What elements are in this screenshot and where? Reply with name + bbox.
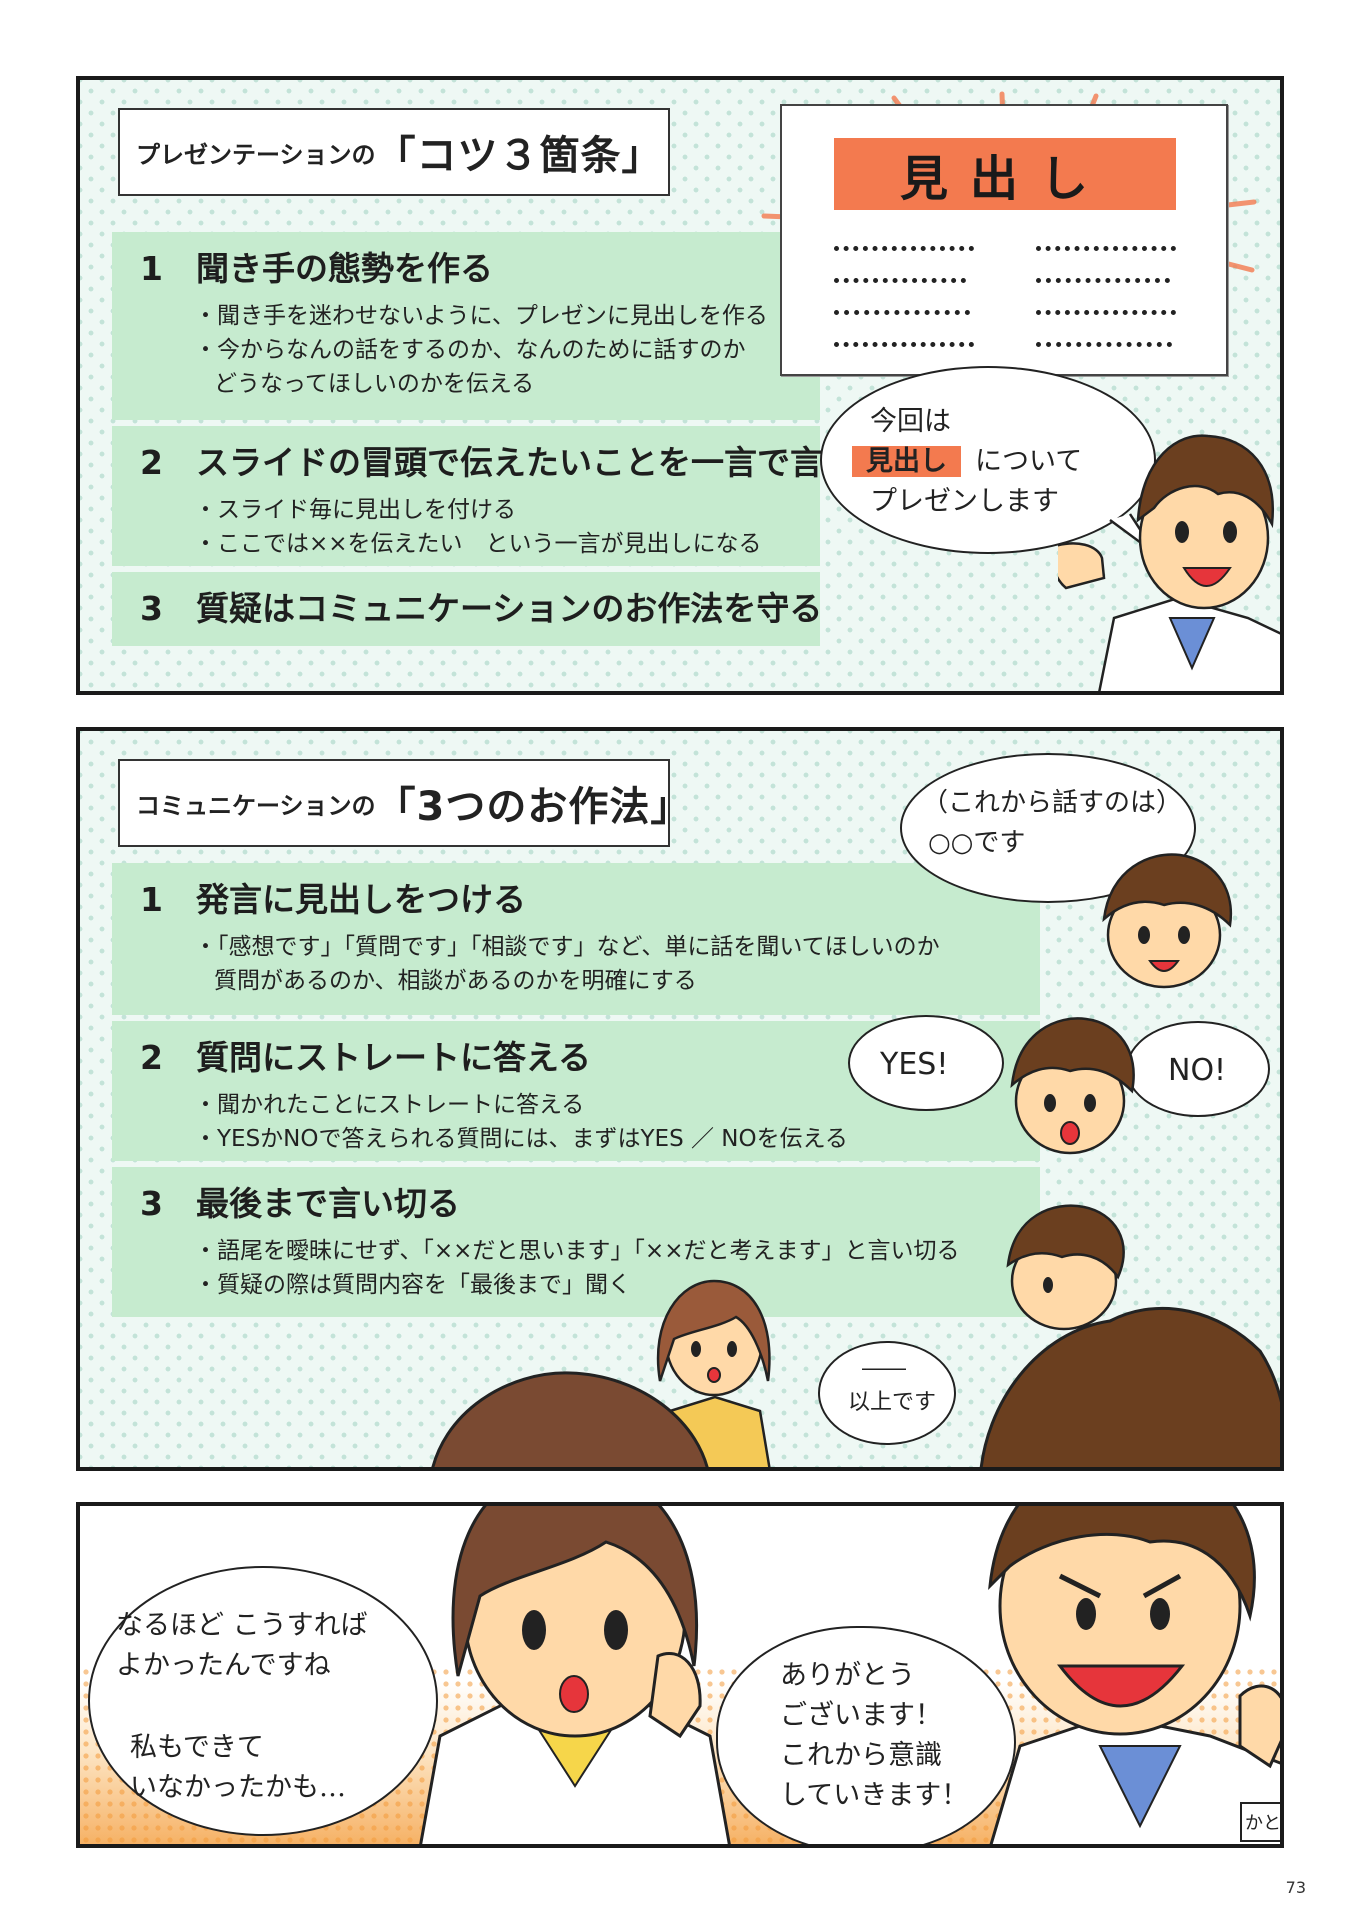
speech-bubble [716, 1626, 1016, 1844]
title-small: プレゼンテーションの [136, 140, 376, 169]
bubble-text: ございます！ [780, 1700, 942, 1731]
rule-line: ・今からなんの話をするのか、なんのために話すのか [194, 337, 746, 363]
title-big: 「3つのお作法」 [375, 784, 692, 830]
rule-line: ・質疑の際は質問内容を「最後まで」聞く [194, 1272, 631, 1298]
bubble-text: いなかったかも… [130, 1772, 346, 1803]
bubble-text: NO! [1168, 1053, 1227, 1088]
rule-line: ・「感想です」「質問です」「相談です」など、単に話を聞いてほしいのか [194, 934, 940, 960]
doctor-head-illustration [1010, 1017, 1135, 1155]
bubble-text: ○○です [928, 828, 1026, 858]
rule-line: ・YESかNOで答えられる質問には、まずはYES ／ NOを伝える [194, 1126, 848, 1152]
speech-bubble-yes [848, 1015, 1004, 1111]
rule-line: ・語尾を曖昧にせず、「××だと思います」「××だと考えます」と言い切る [194, 1238, 960, 1264]
woman-character-illustration [419, 1506, 731, 1844]
bubble-text: 以上です [848, 1390, 937, 1415]
highlight-tag: 見出し [852, 446, 961, 477]
speech-bubble [88, 1566, 438, 1836]
placeholder-text-line [834, 342, 974, 347]
rule-line: 質問があるのか、相談があるのかを明確にする [214, 968, 697, 994]
bubble-text: これから意識 [780, 1740, 942, 1771]
slide-illustration: 見出し [780, 104, 1228, 376]
section-title: プレゼンテーションの 「コツ３箇条」 [118, 108, 670, 196]
placeholder-text-line [1036, 278, 1170, 283]
rule-line: どうなってほしいのかを伝える [214, 371, 535, 397]
bubble-text: 私もできて [130, 1732, 264, 1763]
rule-line: ・ここでは××を伝えたい という一言が見出しになる [194, 531, 762, 557]
bubble-text: ありがとう [780, 1660, 915, 1691]
bubble-text: YES! [880, 1047, 949, 1082]
doctor-head-illustration [1006, 1204, 1125, 1331]
section-title: コミュニケーションの 「3つのお作法」 [118, 759, 690, 847]
placeholder-text-line [1036, 310, 1176, 315]
slide-heading: 見出し [834, 138, 1176, 210]
rule-line: ・聞かれたことにストレートに答える [194, 1092, 585, 1118]
doctor-head-top-illustration [979, 1306, 1280, 1467]
placeholder-text-line [834, 246, 974, 251]
title-big: 「コツ３箇条」 [375, 133, 663, 179]
bubble-text: （これから話すのは） [922, 788, 1183, 818]
title-small: コミュニケーションの [136, 791, 376, 820]
name-tag: かと [1240, 1802, 1280, 1842]
doctor-character-illustration [988, 1506, 1280, 1844]
speech-bubble [818, 1341, 956, 1445]
panel-reaction: なるほど こうすれば よかったんですね 私もできて いなかったかも… ありがとう… [76, 1502, 1284, 1848]
bubble-text: 今回は [870, 406, 951, 437]
doctor-head-illustration [1102, 853, 1233, 989]
bubble-text: なるほど こうすれば [116, 1610, 368, 1641]
bubble-text: ―― [862, 1356, 906, 1381]
bubble-text: よかったんですね [116, 1650, 331, 1681]
placeholder-text-line [1036, 342, 1172, 347]
page-number: 73 [1285, 1878, 1306, 1897]
placeholder-text-line [834, 278, 966, 283]
placeholder-text-line [834, 310, 970, 315]
doctor-character-illustration [1058, 434, 1280, 691]
speech-bubble-no [1126, 1021, 1270, 1117]
placeholder-text-line [1036, 246, 1176, 251]
bubble-text: していきます！ [780, 1780, 969, 1811]
bubble-text-line2: 見出しについて [852, 442, 1082, 481]
bubble-text: プレゼンします [870, 486, 1059, 517]
woman-head-top-illustration [431, 1371, 709, 1467]
rule-line: ・スライド毎に見出しを付ける [194, 497, 516, 523]
rule-line: ・聞き手を迷わせないように、プレゼンに見出しを作る [194, 303, 768, 329]
